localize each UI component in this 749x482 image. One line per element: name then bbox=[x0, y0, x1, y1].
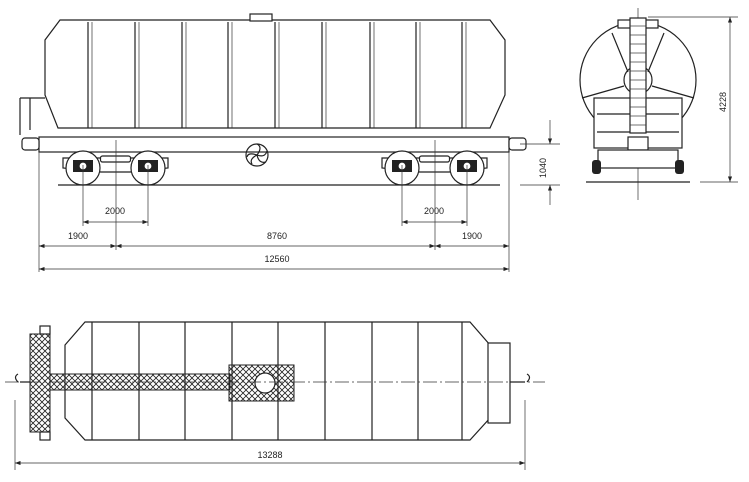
dim-bogie-base-left: 2000 bbox=[105, 206, 125, 216]
underframe bbox=[21, 136, 527, 153]
car-body bbox=[19, 13, 506, 135]
side-view: 2000 2000 1900 8760 1900 12560 1040 bbox=[19, 13, 560, 272]
dim-coupler-height: 1040 bbox=[538, 158, 548, 178]
dim-overhang-left: 1900 bbox=[68, 231, 88, 241]
dim-height: 4228 bbox=[718, 92, 728, 112]
dim-overhang-right: 1900 bbox=[462, 231, 482, 241]
dim-bogie-base-right: 2000 bbox=[424, 206, 444, 216]
dim-length-over-couplers: 13288 bbox=[257, 450, 282, 460]
dim-length-over-frame: 12560 bbox=[264, 254, 289, 264]
bogie bbox=[381, 150, 488, 186]
brake-wheel-icon bbox=[245, 143, 269, 167]
dim-bogie-centers: 8760 bbox=[267, 231, 287, 241]
top-view: 13288 bbox=[5, 321, 545, 470]
bogie bbox=[62, 150, 169, 186]
dimension-lines bbox=[38, 120, 560, 272]
end-view: 4228 bbox=[579, 8, 738, 200]
